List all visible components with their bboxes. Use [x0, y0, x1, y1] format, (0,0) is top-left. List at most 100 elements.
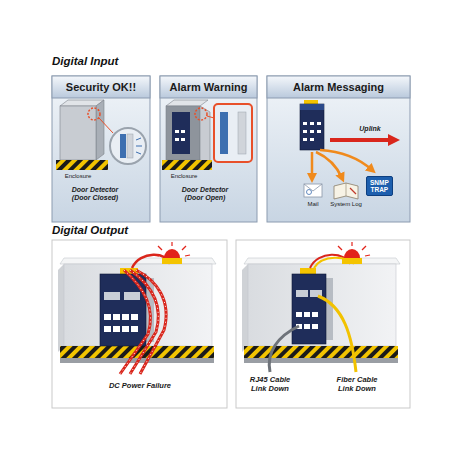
hazard-stripes [244, 346, 398, 358]
signal-ray [136, 146, 142, 147]
door-detector-part [220, 112, 228, 154]
port [303, 130, 307, 133]
port [104, 326, 111, 332]
switch-icon [300, 104, 324, 150]
section-heading: Digital Input [52, 55, 118, 67]
caption-label: Door Detector (Door Open) [172, 186, 238, 202]
port [296, 312, 302, 317]
terminal-block [300, 268, 316, 274]
hazard-stripes [162, 160, 212, 170]
detector-highlight [88, 108, 100, 120]
panel-header-band [52, 76, 150, 98]
port [122, 314, 129, 320]
switch-icon [292, 274, 326, 344]
uplink-label: Uplink [340, 125, 400, 133]
panel-background [267, 76, 410, 222]
signal-ray [136, 152, 141, 154]
din-rail-bracket [326, 278, 333, 340]
uplink-arrow [330, 138, 394, 142]
door-detector-part [238, 112, 246, 154]
box-text: SNMP TRAP [370, 179, 389, 193]
panel-heading: Alarm Warning [160, 76, 257, 98]
caption-label: Door Detector (Door Closed) [62, 186, 128, 202]
hazard-stripes [56, 160, 108, 170]
rj45-cable [269, 326, 299, 372]
panel-heading: Security OK!! [52, 76, 150, 98]
mail-icon [307, 190, 312, 195]
port [312, 324, 318, 329]
door-detector-part [127, 134, 133, 158]
caption-label: DC Power Failure [70, 382, 210, 391]
port [181, 138, 185, 141]
port [303, 138, 307, 141]
power-cable [130, 270, 158, 374]
panel-heading: Alarm Messaging [267, 76, 410, 98]
signal-ray [136, 138, 141, 140]
message-arrow [316, 152, 342, 178]
magnifier [214, 104, 252, 162]
port [304, 312, 310, 317]
siren-ray [158, 246, 162, 250]
zoom-line [99, 118, 113, 133]
port [310, 130, 314, 133]
section-heading: Digital Output [52, 224, 128, 236]
port [175, 138, 179, 141]
enclosure-top [166, 100, 208, 106]
port [122, 326, 129, 332]
panel: Security OK!!EnclosureDoor Detector (Doo… [52, 76, 150, 222]
switch-top [300, 104, 324, 110]
panel-header-band [267, 76, 410, 98]
port [310, 138, 314, 141]
enclosure-side [96, 100, 104, 160]
caption-label: RJ45 Cable Link Down [244, 376, 296, 393]
port [310, 122, 314, 125]
floor [244, 358, 398, 363]
panel: Alarm WarningEnclosureDoor Detector (Doo… [160, 76, 257, 222]
siren-base [162, 258, 182, 264]
power-cable [130, 270, 158, 374]
switch-icon [172, 112, 190, 154]
log-book-icon [334, 183, 358, 199]
sfp-port [296, 290, 308, 297]
port [104, 314, 111, 320]
panel-background [160, 76, 257, 222]
port [304, 324, 310, 329]
panel: DC Power Failure [52, 240, 227, 408]
siren-dome [164, 249, 180, 258]
building-side [58, 264, 64, 352]
siren-ray [362, 246, 366, 250]
port [303, 122, 307, 125]
port [131, 314, 138, 320]
part-label: Enclosure [162, 173, 206, 180]
port [131, 326, 138, 332]
panel-header-band [160, 76, 257, 98]
port [317, 122, 321, 125]
panel-background [236, 240, 410, 408]
port [113, 326, 120, 332]
power-cable [120, 270, 151, 374]
siren-ray [185, 255, 190, 256]
terminal-block [304, 100, 318, 104]
siren-ray [365, 255, 370, 256]
mail-icon [304, 184, 322, 197]
icon-label: Mail [297, 201, 329, 208]
snmp-trap-box: SNMP TRAP [366, 176, 393, 196]
enclosure-door [60, 106, 96, 160]
port [312, 312, 318, 317]
port [317, 130, 321, 133]
panel: Alarm MessagingUplinkMailSystem LogSNMP … [267, 76, 410, 222]
zoom-line [207, 116, 214, 118]
siren-ray [334, 255, 339, 256]
siren-ray [154, 255, 159, 256]
door-detector-part [120, 134, 126, 158]
sfp-port [104, 292, 120, 300]
port [175, 130, 179, 133]
log-book-icon [346, 183, 347, 196]
message-arrow [320, 150, 372, 170]
siren-dome [344, 249, 360, 258]
power-cable [120, 270, 151, 374]
siren-ray [182, 246, 186, 250]
fiber-cable [318, 296, 356, 372]
panel-background [52, 76, 150, 222]
caption-label: Fiber Cable Link Down [330, 376, 384, 393]
